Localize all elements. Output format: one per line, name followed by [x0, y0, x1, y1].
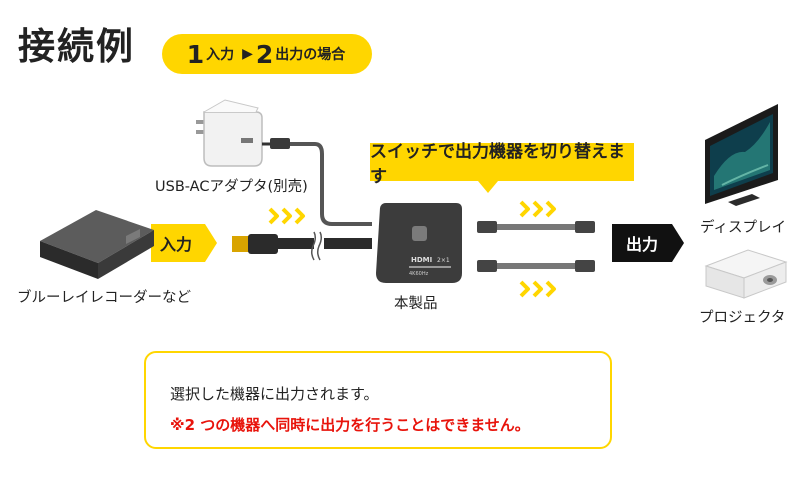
product-label: 本製品: [394, 296, 438, 312]
input-arrow-label: 入力: [159, 235, 192, 254]
switch-callout: スイッチで出力機器を切り替えます: [370, 142, 634, 187]
input-count: 1: [186, 39, 205, 69]
triangle-right-icon: ▶: [242, 46, 253, 62]
chevrons-output-bottom: [519, 280, 556, 298]
input-arrow: [151, 224, 217, 262]
output-count: 2: [255, 39, 274, 69]
device-spec: 2×1: [437, 257, 450, 264]
hdmi-output-cable-bottom: [477, 260, 595, 272]
callout-pointer: [478, 181, 498, 193]
display-label: ディスプレイ: [700, 220, 786, 236]
projector-label: プロジェクタ: [699, 310, 786, 326]
page-title: 接続例: [18, 25, 135, 68]
usb-cable: [290, 142, 372, 226]
input-count-label: 入力: [206, 47, 235, 63]
display-icon: [705, 104, 778, 206]
hdmi-input-cable: [232, 231, 372, 261]
usb-ac-adapter-icon: [196, 99, 263, 167]
connection-mode-badge: 1 入力 ▶ 2 出力の場合: [162, 34, 372, 74]
device-brand: 4K60Hz: [409, 271, 429, 277]
chevrons-input: [268, 207, 305, 225]
bluray-recorder-icon: [40, 210, 154, 279]
projector-icon: [704, 249, 788, 299]
hdmi-output-cable-top: [477, 221, 595, 233]
output-arrow-label: 出力: [625, 235, 658, 254]
recorder-label: ブルーレイレコーダーなど: [17, 290, 191, 306]
adapter-label: USB-ACアダプタ(別売): [155, 179, 308, 195]
chevrons-output-top: [519, 200, 556, 218]
device-logo: HDMI: [411, 256, 432, 264]
note-line-1: 選択した機器に出力されます。: [170, 385, 379, 403]
note-box: [144, 351, 612, 449]
output-count-label: 出力の場合: [275, 47, 346, 63]
output-arrow: [612, 224, 684, 262]
hdmi-switch-icon: HDMI 2×1 4K60Hz: [376, 203, 462, 283]
note-line-2: ※2 つの機器へ同時に出力を行うことはできません。: [170, 416, 530, 434]
